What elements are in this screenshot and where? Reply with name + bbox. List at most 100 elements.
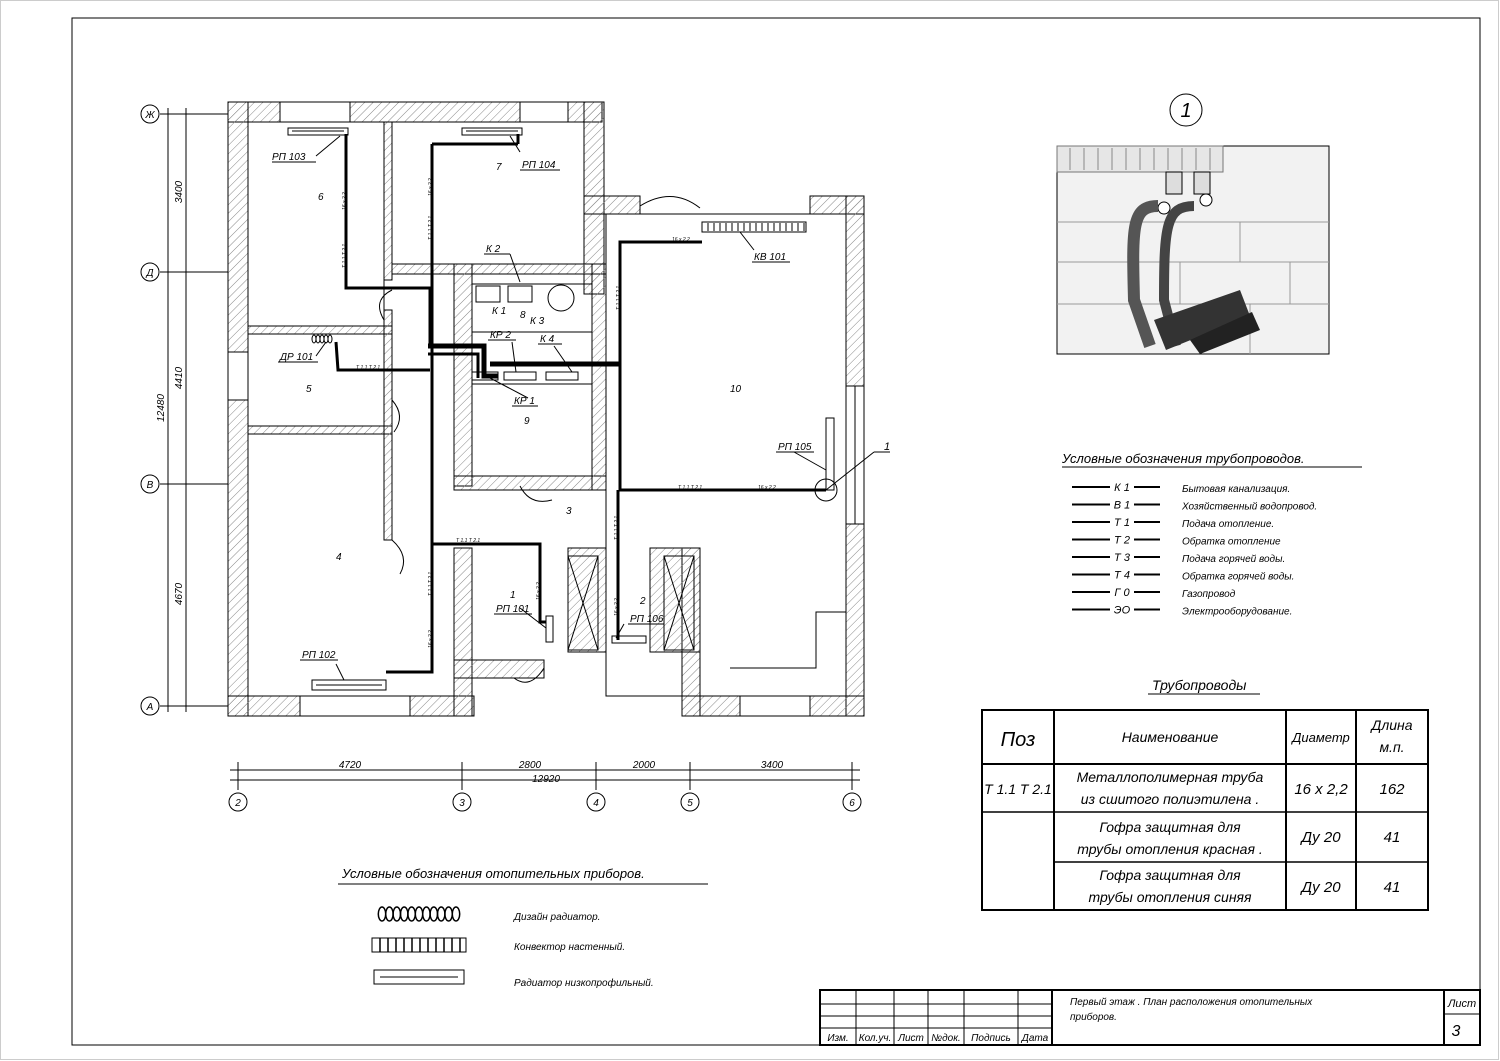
pipe-legend-code: В 1 [1114, 500, 1131, 512]
radiator-rp101 [545, 615, 554, 643]
table-header-len: Длина [1369, 717, 1412, 733]
pipe-size: 16 х 2,2 [428, 630, 434, 648]
pipe-legend-text: Хозяйственный водопровод. [1181, 502, 1317, 513]
pipe-size: 16 х 2,2 [614, 598, 620, 616]
pipe-to-dr101 [334, 341, 430, 372]
pipe-to-rp102 [386, 346, 434, 674]
dim-4410: 4410 [174, 366, 185, 389]
convector-symbol [371, 937, 467, 953]
detail-view-1: 1 [1056, 93, 1330, 355]
sheet-label: Лист [1447, 998, 1476, 1010]
device-legend-item: Радиатор низкопрофильный. [514, 977, 654, 989]
pipe-size: 16 х 2,2 [672, 237, 690, 243]
dim-4720: 4720 [339, 760, 362, 771]
label-rp106: РП 106 [630, 614, 664, 625]
pipe-legend-title: Условные обозначения трубопроводов. [1061, 451, 1304, 466]
table-row-dia: Ду 20 [1299, 829, 1341, 846]
radiator-rp106 [611, 635, 647, 644]
dim-2800: 2800 [518, 760, 542, 771]
room-number: 1 [510, 590, 516, 601]
pipe-to-rp105 [618, 370, 826, 492]
axis-col-label: 2 [234, 798, 241, 809]
pipe-to-rp101 [432, 542, 546, 624]
dim-12480: 12480 [156, 394, 167, 422]
pipe-annotations: Т 1.1 Т 2.1 16 х 2,2 Т 1.1 Т 2.1 16 х 2,… [342, 178, 776, 648]
label-kv101: КВ 101 [754, 252, 786, 263]
wall-bay-south [453, 659, 545, 679]
pipe-size: 16 х 2,2 [428, 178, 434, 196]
room-numbers: 6 7 8 5 9 10 3 4 1 2 [306, 162, 742, 607]
pipe-label: Т 1.1 Т 2.1 [456, 538, 480, 544]
axis-col-label: 5 [687, 798, 693, 809]
table-row-len: 162 [1379, 781, 1405, 798]
table-row-dia: 16 х 2,2 [1294, 781, 1348, 798]
pipe-legend-code: ЭО [1114, 605, 1131, 617]
pipe-label: Т 1.1 Т 2.1 [356, 365, 380, 371]
pipe-legend-code: Т 1 [1114, 517, 1130, 529]
pipe-label: Т 1.1 Т 2.1 [616, 286, 622, 310]
dim-4670: 4670 [174, 582, 185, 605]
low-profile-radiator-symbol [373, 969, 465, 985]
pipe-label: Т 1.1 Т 2.1 [678, 485, 702, 491]
pipe-legend-code: Т 4 [1114, 570, 1130, 582]
axis-row-label: В [147, 480, 154, 491]
room-number: 3 [566, 506, 572, 517]
room-number: 4 [336, 552, 342, 563]
device-legend: Условные обозначения отопительных прибор… [338, 866, 708, 989]
dim-12920: 12920 [532, 774, 560, 785]
table-header-dia: Диаметр [1290, 730, 1350, 745]
table-row-name: трубы отопления красная . [1077, 841, 1262, 857]
table-row-name: трубы отопления синяя [1089, 889, 1252, 905]
room-number: 2 [639, 596, 646, 607]
table-row-name: Гофра защитная для [1099, 867, 1241, 883]
axis-row-label: Д [145, 268, 153, 279]
title-col-header: Кол.уч. [859, 1033, 892, 1044]
title-col-header: Изм. [827, 1033, 848, 1044]
label-kr1: КР 1 [514, 396, 535, 407]
pipe-legend-code: Т 2 [1114, 535, 1130, 547]
device-legend-title: Условные обозначения отопительных прибор… [341, 866, 645, 881]
pipe-legend-code: Т 3 [1114, 552, 1131, 564]
pipe-to-kv101 [618, 240, 702, 370]
design-radiator-dr101 [311, 334, 333, 344]
table-header-pos: Поз [1001, 729, 1036, 751]
title-block: Изм. Кол.уч. Лист №док. Подпись Дата Пер… [819, 989, 1481, 1046]
pipe-label: Т 1.1 Т 2.1 [342, 244, 348, 268]
device-legend-item: Конвектор настенный. [514, 942, 625, 953]
pipe-size: 16 х 2,2 [342, 192, 348, 210]
wall-west [227, 101, 249, 717]
pipe-legend-code: К 1 [1114, 482, 1130, 494]
table-row-name: из сшитого полиэтилена . [1081, 791, 1259, 807]
pipe-legend-code: Г 0 [1114, 587, 1130, 599]
design-radiator-symbol [377, 906, 461, 922]
axis-row-label: А [146, 702, 154, 713]
axis-row-label: Ж [144, 110, 155, 121]
title-description: приборов. [1070, 1011, 1117, 1023]
table-row-name: Металлополимерная труба [1077, 769, 1264, 785]
pipe-size: 16 х 2,2 [536, 582, 542, 600]
device-legend-item: Дизайн радиатор. [513, 912, 600, 923]
label-k2: К 2 [486, 244, 501, 255]
label-kr2: КР 2 [490, 330, 511, 341]
wall-east-top [845, 195, 865, 387]
room-number: 7 [496, 162, 502, 173]
radiator-rp103 [287, 127, 349, 136]
radiator-rp102 [311, 679, 387, 691]
label-rp101: РП 101 [496, 604, 529, 615]
pipe-legend-text: Подача отопление. [1182, 519, 1274, 530]
label-rp105: РП 105 [778, 442, 812, 453]
pipe-main-supply [428, 343, 498, 379]
pipe-legend-item: В 1 Хозяйственный водопровод. [1072, 500, 1317, 513]
title-col-header: Подпись [971, 1033, 1011, 1044]
label-rp104: РП 104 [522, 160, 556, 171]
label-rp103: РП 103 [272, 152, 306, 163]
table-row-len: 41 [1384, 829, 1401, 846]
